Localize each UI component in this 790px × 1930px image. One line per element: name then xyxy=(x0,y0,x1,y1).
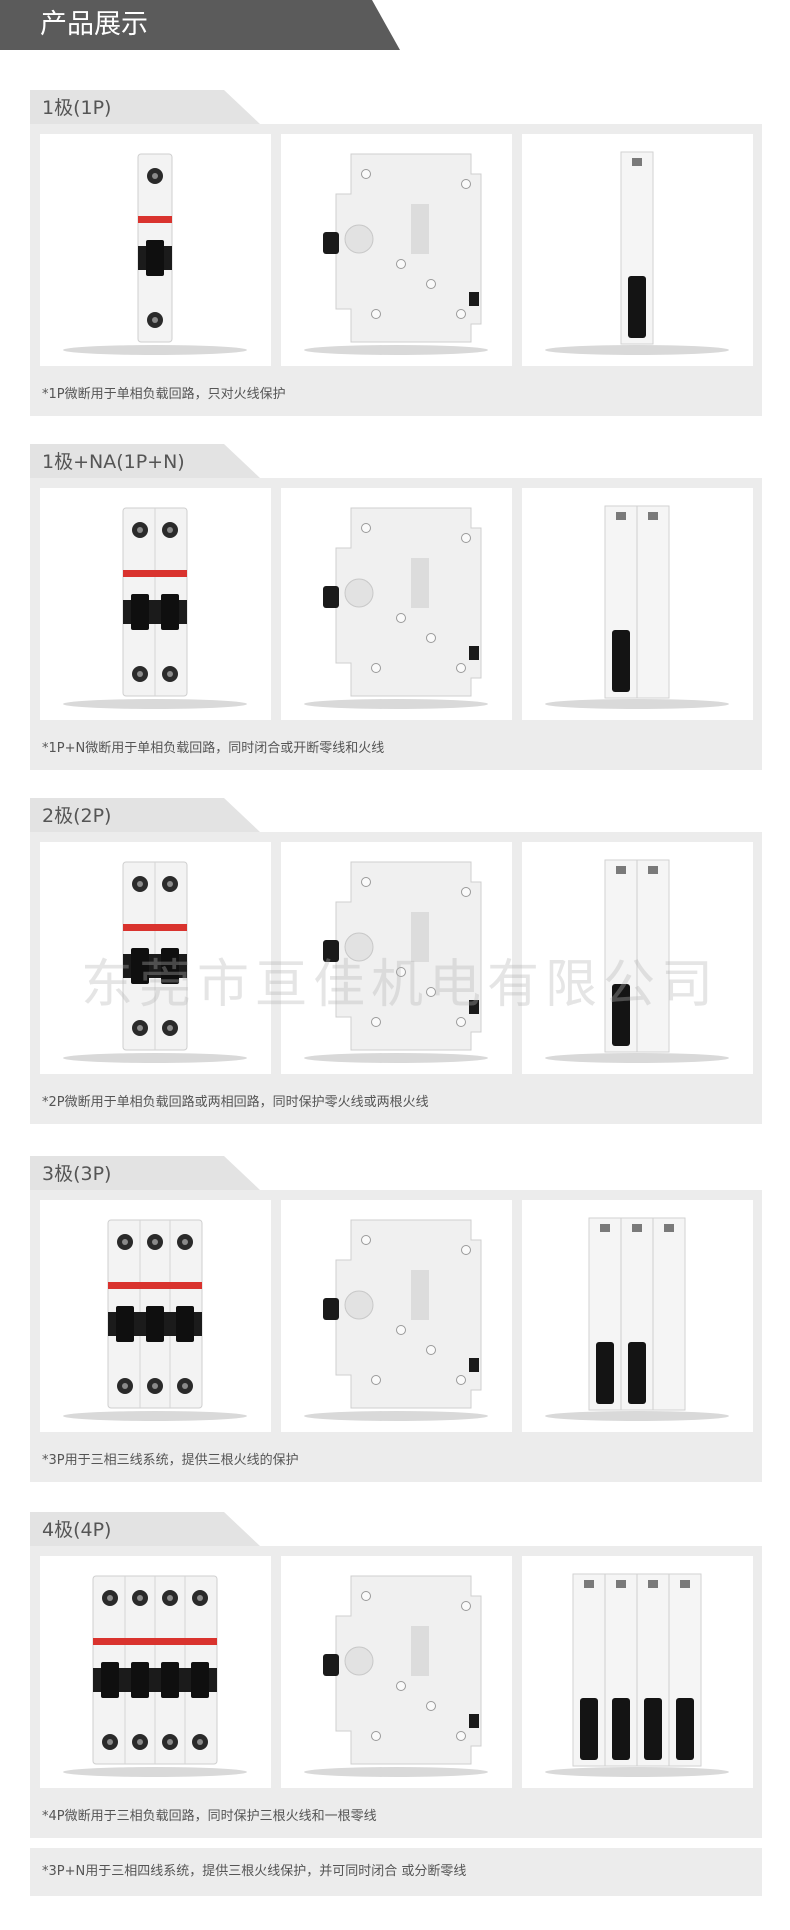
section-tab: 2极(2P) xyxy=(30,798,260,832)
bottom-view-photo xyxy=(522,1200,753,1432)
product-section-2p: 2极(2P) *2P微断用于单相负载回路或两相回路，同时保护零火线或两根火线 xyxy=(30,798,762,1124)
side-view-photo xyxy=(281,842,512,1074)
side-view-photo xyxy=(281,488,512,720)
section-caption: *2P微断用于单相负载回路或两相回路，同时保护零火线或两根火线 xyxy=(42,1095,429,1110)
front-view-photo xyxy=(40,1200,271,1432)
bottom-view-photo xyxy=(522,842,753,1074)
section-title: 1极+NA(1P+N) xyxy=(42,451,185,473)
product-section-4p: 4极(4P) *4P微断用于三相负载回路，同时保护三根火线和一根零线 xyxy=(30,1512,762,1838)
side-view-photo xyxy=(281,134,512,366)
section-title: 2极(2P) xyxy=(42,805,112,827)
section-title: 1极(1P) xyxy=(42,97,112,119)
bottom-view-photo xyxy=(522,1556,753,1788)
product-section-1pn: 1极+NA(1P+N) *1P+N微断用于单相负载回路，同时闭合或开断零线和火线 xyxy=(30,444,762,770)
section-caption: *1P微断用于单相负载回路，只对火线保护 xyxy=(42,387,286,402)
bottom-view-photo xyxy=(522,488,753,720)
product-section-3p: 3极(3P) *3P用于三相三线系统，提供三根火线的保护 xyxy=(30,1156,762,1482)
side-view-photo xyxy=(281,1200,512,1432)
side-view-photo xyxy=(281,1556,512,1788)
front-view-photo xyxy=(40,1556,271,1788)
section-tab: 1极+NA(1P+N) xyxy=(30,444,260,478)
front-view-photo xyxy=(40,488,271,720)
header-title: 产品展示 xyxy=(40,9,148,40)
footnote: *3P+N用于三相四线系统，提供三根火线保护，并可同时闭合 或分断零线 xyxy=(30,1848,762,1896)
section-caption: *4P微断用于三相负载回路，同时保护三根火线和一根零线 xyxy=(42,1809,377,1824)
section-tab: 4极(4P) xyxy=(30,1512,260,1546)
section-caption: *1P+N微断用于单相负载回路，同时闭合或开断零线和火线 xyxy=(42,741,385,756)
section-title: 3极(3P) xyxy=(42,1163,112,1185)
section-header: 产品展示 xyxy=(0,0,400,50)
product-section-1p: 1极(1P) *1P微断用于单相负载回路，只对火线保护 xyxy=(30,90,762,416)
bottom-view-photo xyxy=(522,134,753,366)
front-view-photo xyxy=(40,134,271,366)
section-caption: *3P用于三相三线系统，提供三根火线的保护 xyxy=(42,1453,299,1468)
front-view-photo xyxy=(40,842,271,1074)
section-tab: 3极(3P) xyxy=(30,1156,260,1190)
section-tab: 1极(1P) xyxy=(30,90,260,124)
section-title: 4极(4P) xyxy=(42,1519,112,1541)
